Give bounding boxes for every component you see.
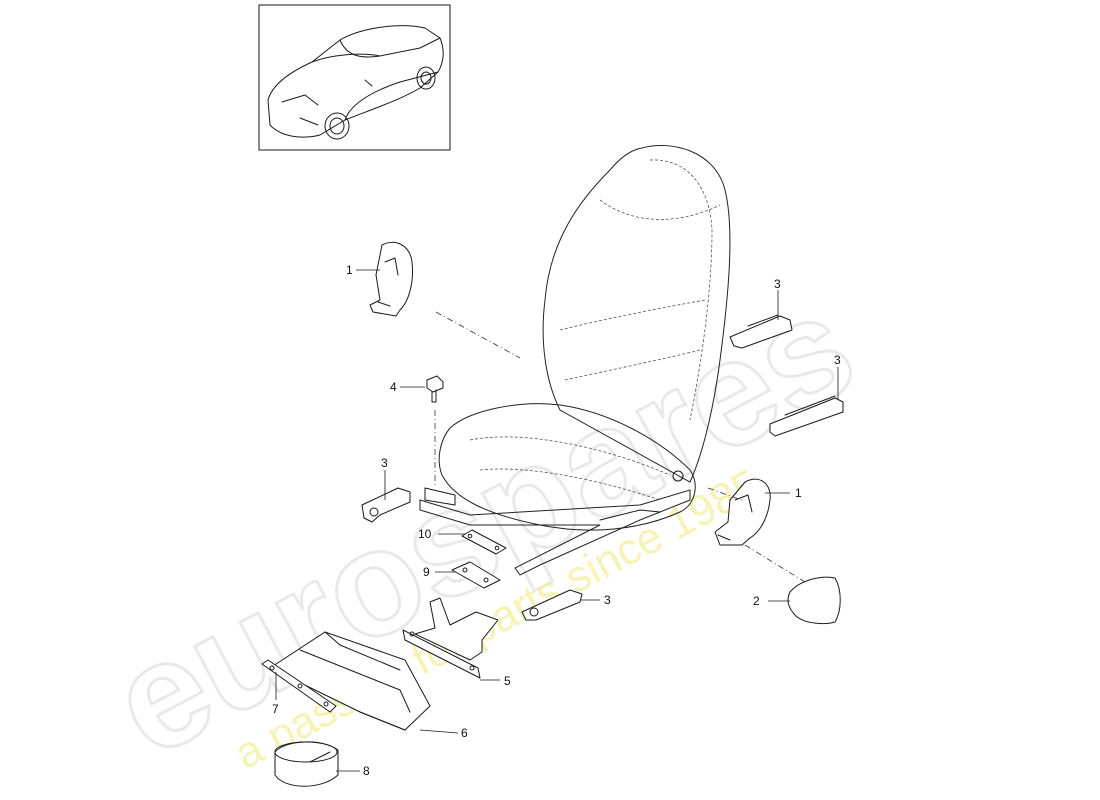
part-3-bottom-trim xyxy=(521,589,583,621)
callout-3-top-right: 3 xyxy=(774,277,781,291)
alignment-lines xyxy=(434,311,806,583)
part-5-bracket xyxy=(402,597,499,679)
callouts: 1 1 2 3 3 3 3 4 5 6 7 8 9 10 xyxy=(272,263,841,778)
callout-4: 4 xyxy=(390,380,397,394)
seat-assembly xyxy=(419,144,731,576)
callout-5: 5 xyxy=(504,674,511,688)
callout-6: 6 xyxy=(461,726,468,740)
part-6-tray xyxy=(269,631,431,731)
callout-8: 8 xyxy=(363,764,370,778)
leader-lines xyxy=(275,269,839,772)
callout-3-left: 3 xyxy=(381,456,388,470)
seat-cushion xyxy=(438,403,696,531)
part-8-band xyxy=(274,741,339,787)
part-10-plate xyxy=(461,529,507,555)
part-7-strip xyxy=(261,659,337,713)
car-illustration xyxy=(267,25,444,140)
callout-3-right: 3 xyxy=(834,353,841,367)
part-1-right-cover xyxy=(714,478,771,546)
part-3-right-trim xyxy=(769,395,844,437)
part-3-top-right-trim xyxy=(729,314,793,349)
seat-backrest xyxy=(542,144,731,483)
callout-10: 10 xyxy=(418,527,432,541)
callout-9: 9 xyxy=(423,565,430,579)
part-4-bolt xyxy=(426,375,444,403)
callout-1-right: 1 xyxy=(795,486,802,500)
car-thumbnail xyxy=(258,4,451,151)
callout-2: 2 xyxy=(753,594,760,608)
callout-1-left: 1 xyxy=(346,263,353,277)
callout-3-bottom: 3 xyxy=(604,593,611,607)
part-3-left-trim xyxy=(361,487,411,523)
part-9-plate xyxy=(451,561,501,589)
part-2-cap xyxy=(787,576,841,625)
part-1-left-cover xyxy=(369,241,413,317)
seat-rail xyxy=(419,489,691,576)
callout-7: 7 xyxy=(272,702,279,716)
